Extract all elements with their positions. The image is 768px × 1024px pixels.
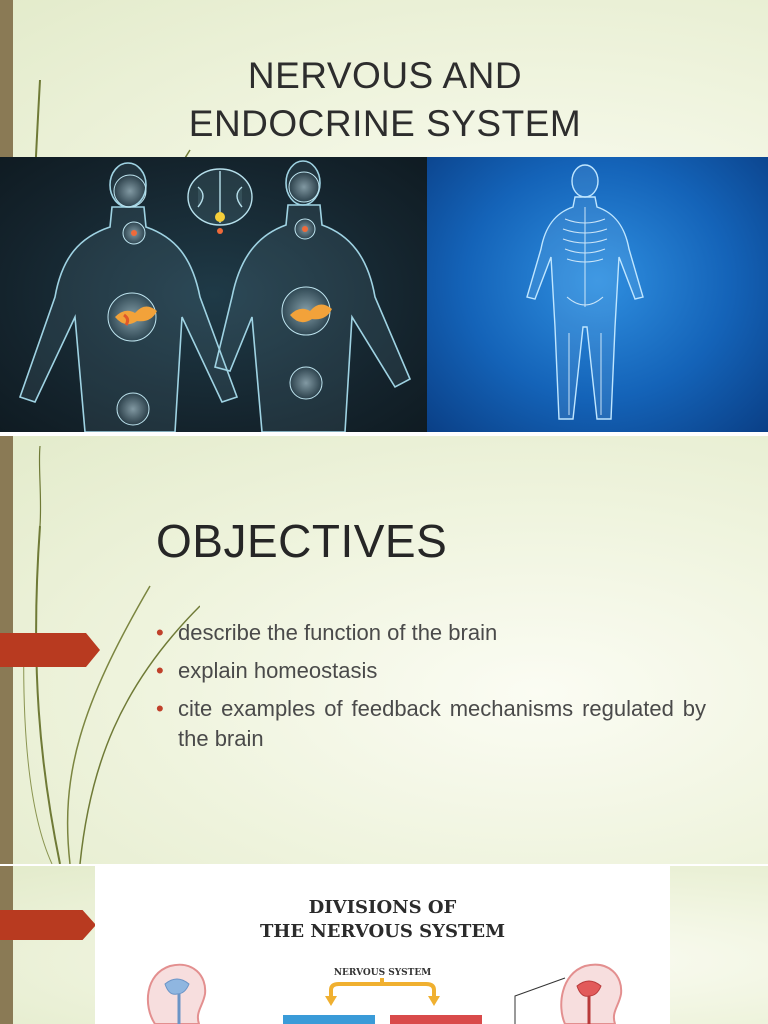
objective-item: •explain homeostasis — [156, 656, 706, 686]
endocrine-body-illustration — [0, 157, 427, 432]
slide-title: NERVOUS AND ENDOCRINE SYSTEM — [0, 0, 768, 432]
vine-decoration — [23, 445, 200, 864]
slide-title-text: NERVOUS AND ENDOCRINE SYSTEM — [130, 52, 640, 148]
divisions-infographic: DIVISIONS OF THE NERVOUS SYSTEM NERVOUS … — [95, 866, 670, 1024]
infographic-title: DIVISIONS OF THE NERVOUS SYSTEM — [95, 896, 670, 944]
title-line-1: NERVOUS AND — [247, 55, 523, 96]
objective-item: •describe the function of the brain — [156, 618, 706, 648]
infographic-title-line-1: DIVISIONS OF — [308, 897, 457, 918]
objectives-list: •describe the function of the brain •exp… — [156, 618, 706, 762]
pns-box — [390, 1015, 482, 1024]
accent-arrow-tab — [0, 633, 100, 667]
cns-box — [283, 1015, 375, 1024]
skeleton-body-illustration — [427, 157, 768, 432]
bullet-dot-icon: • — [156, 658, 164, 683]
objectives-title: OBJECTIVES — [156, 515, 448, 567]
left-bar — [0, 866, 13, 1024]
objective-item: •cite examples of feedback mechanisms re… — [156, 696, 706, 751]
nervous-system-label: NERVOUS SYSTEM — [333, 968, 432, 978]
slide-divisions: DIVISIONS OF THE NERVOUS SYSTEM NERVOUS … — [0, 866, 768, 1024]
title-line-2: ENDOCRINE SYSTEM — [188, 103, 582, 144]
accent-arrow-tab — [0, 910, 96, 940]
infographic-title-line-2: THE NERVOUS SYSTEM — [259, 921, 506, 942]
bullet-dot-icon: • — [156, 696, 164, 721]
slide-objectives: OBJECTIVES •describe the function of the… — [0, 436, 768, 864]
bullet-dot-icon: • — [156, 620, 164, 645]
infographic-graphics — [147, 963, 623, 1024]
